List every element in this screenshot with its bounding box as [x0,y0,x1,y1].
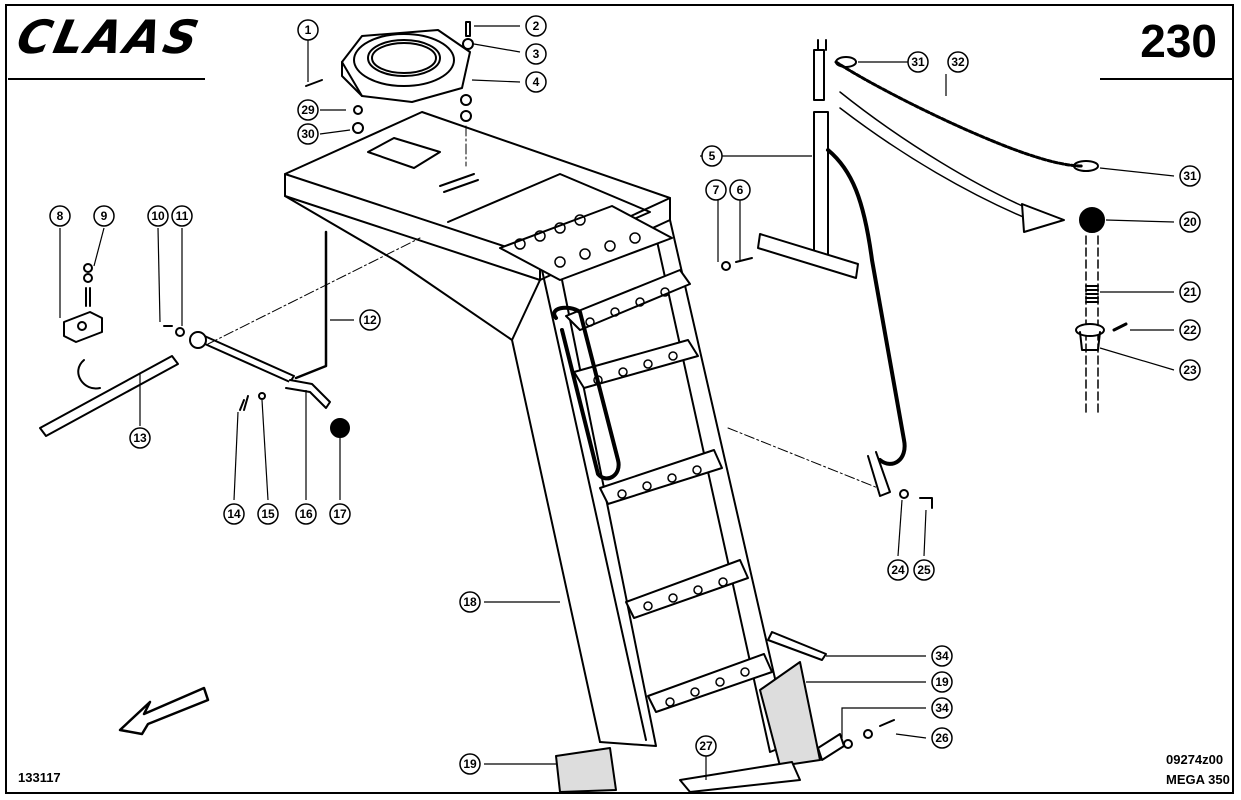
callout-23: 23 [1179,359,1201,381]
callout-31b: 31 [1179,165,1201,187]
callout-16: 16 [295,503,317,525]
callout-10: 10 [147,205,169,227]
svg-text:15: 15 [261,507,275,521]
swing-path-line [839,91,1047,217]
callout-1: 1 [297,19,319,41]
callout-29: 29 [297,99,319,121]
svg-text:26: 26 [935,731,949,745]
svg-text:31: 31 [1183,169,1197,183]
svg-text:21: 21 [1183,285,1197,299]
svg-text:22: 22 [1183,323,1197,337]
callout-31a: 31 [907,51,929,73]
svg-text:24: 24 [891,563,905,577]
reflector-plates [555,631,845,793]
callout-7: 7 [705,179,727,201]
handrail-part [757,39,907,497]
svg-text:8: 8 [57,209,64,223]
callout-19b: 19 [459,753,481,775]
direction-arrow [118,686,210,736]
callout-26: 26 [931,727,953,749]
svg-text:17: 17 [333,507,347,521]
callout-34b: 34 [931,697,953,719]
callout-11: 11 [171,205,193,227]
callout-17: 17 [329,503,351,525]
svg-text:10: 10 [151,209,165,223]
footer-left-code: 133117 [18,770,61,785]
callout-13: 13 [129,427,151,449]
svg-text:7: 7 [713,183,720,197]
footer-drawing-code: 09274z00 [1166,752,1224,767]
logo-underline [8,78,205,80]
leader-lines [59,25,1175,780]
svg-text:2: 2 [533,19,540,33]
lever-assembly [39,230,350,438]
ladder-steps [447,173,773,713]
page-number-underline [1100,78,1234,80]
svg-text:13: 13 [133,431,147,445]
callout-14: 14 [223,503,245,525]
callout-24: 24 [887,559,909,581]
svg-text:1: 1 [305,23,312,37]
platform-frame-part [284,111,791,753]
callout-bubbles: 1 2 3 4 5 6 7 8 9 10 11 12 13 14 15 16 1… [49,15,1201,775]
svg-text:34: 34 [935,649,949,663]
svg-text:20: 20 [1183,215,1197,229]
svg-text:27: 27 [699,739,713,753]
svg-text:25: 25 [917,563,931,577]
assembly-center-lines [207,125,879,489]
svg-text:29: 29 [301,103,315,117]
callout-34a: 34 [931,645,953,667]
svg-text:9: 9 [101,209,108,223]
callout-18: 18 [459,591,481,613]
bracket-part [63,263,103,343]
callout-3: 3 [525,43,547,65]
callout-15: 15 [257,503,279,525]
svg-text:3: 3 [533,47,540,61]
svg-text:31: 31 [911,55,925,69]
chain-part [834,56,1099,172]
callout-6: 6 [729,179,751,201]
svg-text:4: 4 [533,75,540,89]
callout-21: 21 [1179,281,1201,303]
footer-model: MEGA 350 [1166,772,1230,787]
page-border [5,4,1234,794]
svg-text:16: 16 [299,507,313,521]
callout-5: 5 [701,145,723,167]
callout-9: 9 [93,205,115,227]
svg-text:12: 12 [363,313,377,327]
mounting-ring-part [341,29,471,103]
svg-text:19: 19 [935,675,949,689]
step-perforations [514,214,750,707]
locking-pin-assembly [1075,207,1128,415]
callout-2: 2 [525,15,547,37]
svg-text:18: 18 [463,595,477,609]
callout-12: 12 [359,309,381,331]
callout-20: 20 [1179,211,1201,233]
callout-19a: 19 [931,671,953,693]
callout-8: 8 [49,205,71,227]
callout-27: 27 [695,735,717,757]
svg-text:11: 11 [176,209,189,223]
callout-4: 4 [525,71,547,93]
callout-22: 22 [1179,319,1201,341]
svg-text:23: 23 [1183,363,1197,377]
callout-25: 25 [913,559,935,581]
svg-text:30: 30 [301,127,315,141]
callout-30: 30 [297,123,319,145]
page-number: 230 [1140,15,1217,67]
swing-direction-arrow [1021,203,1065,233]
callout-32: 32 [947,51,969,73]
svg-text:6: 6 [737,183,744,197]
svg-text:14: 14 [227,507,241,521]
svg-text:5: 5 [709,149,716,163]
svg-text:19: 19 [463,757,477,771]
fasteners [163,21,933,749]
svg-text:34: 34 [935,701,949,715]
svg-text:32: 32 [951,55,965,69]
